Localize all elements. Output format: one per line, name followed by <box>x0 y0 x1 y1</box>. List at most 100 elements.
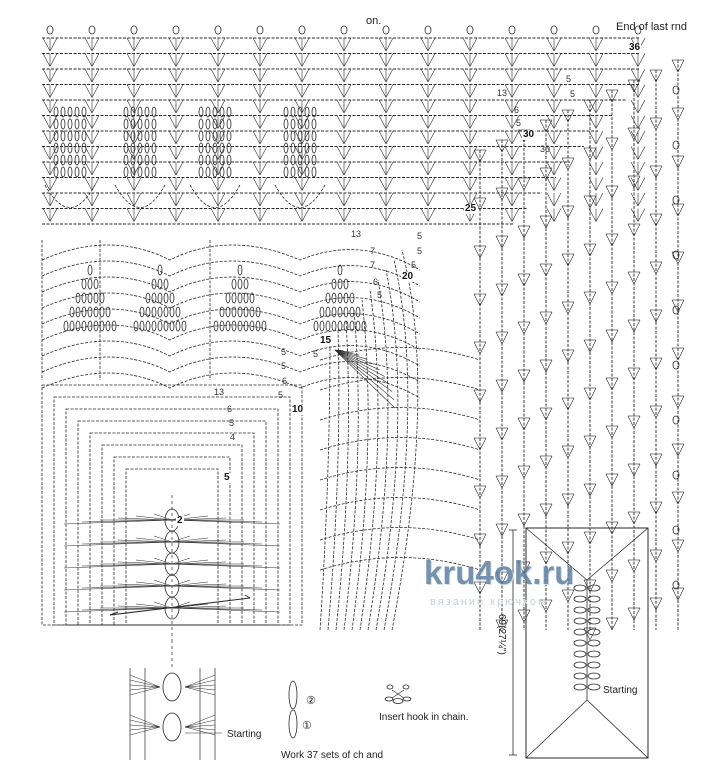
stitch-line <box>595 84 604 98</box>
stitch-line <box>301 84 310 98</box>
stitch-line <box>378 37 387 52</box>
pineapple-stitch <box>290 142 296 154</box>
pineapple-stitch <box>69 320 75 332</box>
stitch-line <box>175 37 184 52</box>
chain-arc <box>391 249 419 631</box>
stitch-line <box>495 475 503 489</box>
chain-loop <box>386 684 394 690</box>
stitch-line <box>252 146 261 160</box>
stitch-line <box>42 177 51 191</box>
stitch-line <box>117 605 173 609</box>
stitch-line <box>479 245 487 259</box>
stitch-line <box>479 581 487 595</box>
stitch-line <box>523 609 531 623</box>
pineapple-stitch <box>361 320 367 332</box>
pineapple-stitch <box>151 142 157 154</box>
stitch-line <box>649 309 657 323</box>
stitch-line <box>501 139 509 153</box>
stitch-line <box>126 99 135 114</box>
stitch-line <box>649 597 657 611</box>
stitch-line <box>301 68 310 83</box>
pineapple-stitch <box>212 142 218 154</box>
dimension-label: 69(27¼") <box>496 614 507 655</box>
stitch-line <box>517 561 525 575</box>
chain-arc <box>351 299 369 631</box>
stitch-line <box>171 581 209 587</box>
stitch-line <box>294 208 303 222</box>
pineapple-stitch <box>297 106 303 118</box>
stitch-line <box>462 99 471 114</box>
pineapple-stitch <box>198 166 204 178</box>
picot <box>88 25 96 35</box>
stitch-line <box>462 161 471 176</box>
round-number: 10 <box>291 404 305 415</box>
stitch-line <box>210 53 219 67</box>
pineapple-stitch <box>226 130 232 142</box>
stitch-line <box>378 177 387 191</box>
stitch-line <box>171 519 281 525</box>
pineapple-stitch <box>219 306 225 318</box>
stitch-line <box>469 146 478 160</box>
stitch-line <box>517 321 525 335</box>
stitch-line <box>539 119 547 133</box>
stitch-line <box>427 53 436 67</box>
stitch-line <box>168 177 177 191</box>
stitch-line <box>469 177 478 191</box>
pineapple-stitch <box>74 118 80 130</box>
stitch-line <box>633 511 641 525</box>
stitch-count: 7 <box>370 260 376 270</box>
stitch-line <box>671 107 679 121</box>
pineapple-stitch <box>205 118 211 130</box>
work-sets-caption: Work 37 sets of ch and <box>281 750 384 761</box>
stitch-line <box>479 197 487 211</box>
stitch-line <box>595 37 604 52</box>
pineapple-stitch <box>205 130 211 142</box>
stitch-line <box>42 192 51 207</box>
chain-arc <box>319 377 481 391</box>
stitch-line <box>334 349 395 401</box>
pineapple-stitch <box>137 154 143 166</box>
right-border-columns <box>473 59 685 641</box>
stitch-line <box>63 541 173 547</box>
stitch-line <box>545 359 553 373</box>
stitch-line <box>605 281 613 295</box>
stitch-line <box>553 53 562 67</box>
pineapple-stitch <box>311 118 317 130</box>
pineapple-stitch <box>304 130 310 142</box>
stitch-line <box>385 161 394 176</box>
stitch-line <box>420 37 429 52</box>
stitch-line <box>479 149 487 163</box>
stitch-line <box>545 311 553 325</box>
stitch-line <box>523 465 531 479</box>
leaf-loop <box>587 661 601 669</box>
stitch-line <box>495 619 503 633</box>
stitch-count: 5 <box>411 260 417 270</box>
stitch-line <box>677 251 685 265</box>
stitch-line <box>420 84 429 98</box>
stitch-line <box>567 493 575 507</box>
picot <box>672 195 680 205</box>
chain-arc <box>41 308 421 335</box>
stitch-line <box>117 517 173 521</box>
stitch-line <box>175 192 184 207</box>
stitch-line <box>630 177 639 191</box>
stitch-line <box>611 185 619 199</box>
stitch-line <box>539 455 547 469</box>
chain-arc <box>41 324 421 351</box>
pineapple-stitch <box>93 320 99 332</box>
stitch-line <box>210 37 219 52</box>
stitch-line <box>546 146 555 160</box>
stitch-line <box>126 208 135 222</box>
pineapple-stitch <box>145 306 151 318</box>
pineapple-stitch <box>144 130 150 142</box>
chain-loop <box>384 696 394 702</box>
stitch-line <box>378 115 387 129</box>
stitch-line <box>129 686 161 691</box>
pineapple-stitch <box>130 118 136 130</box>
chain-arc <box>41 356 421 383</box>
pineapple-stitch <box>53 130 59 142</box>
stitch-line <box>539 311 547 325</box>
stitch-line <box>336 99 345 114</box>
stitch-line <box>129 686 161 696</box>
stitch-line <box>343 130 352 145</box>
